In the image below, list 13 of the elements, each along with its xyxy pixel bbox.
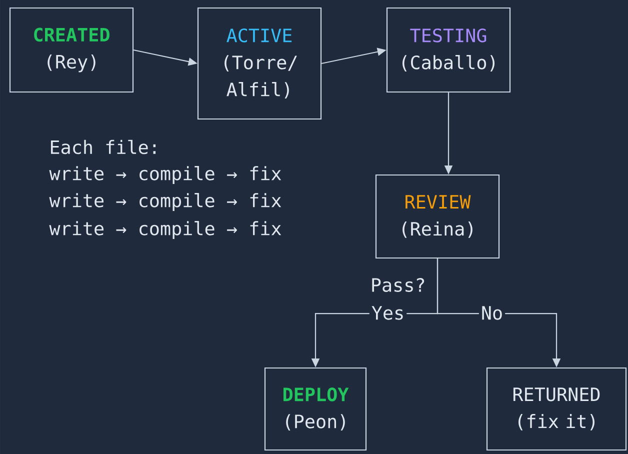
state-box: TESTING (Caballo) (386, 7, 511, 93)
state-box: ACTIVE (Torre/ Alfil) (197, 7, 322, 120)
edge-label: No (482, 306, 502, 320)
state-box: CREATED (Rey) (9, 7, 134, 93)
note-text: write → compile → fix (49, 166, 282, 184)
note-text: write → compile → fix (49, 193, 282, 211)
note-text: Each file: (50, 140, 156, 154)
state-box: RETURNED (fix it) (486, 367, 627, 451)
note-text: write → compile → fix (49, 221, 282, 239)
note-text: Pass? (372, 278, 424, 292)
state-box: DEPLOY (Peon) (264, 367, 367, 451)
state-box: REVIEW (Reina) (375, 174, 500, 259)
edge-label: Yes (372, 306, 403, 320)
